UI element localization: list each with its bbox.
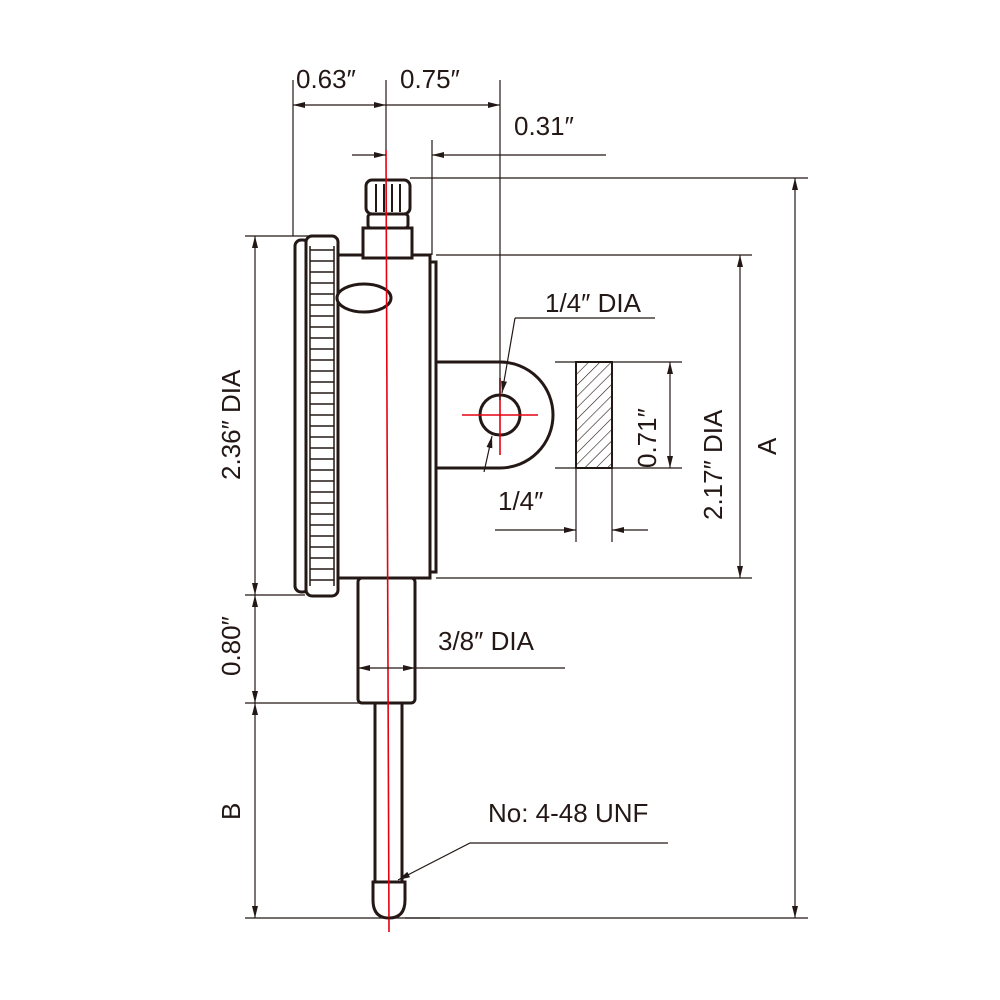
stem [356,576,417,705]
dimension-lines [245,80,808,919]
indicator-body: /* drawn below */ [293,178,613,920]
label-spindle-b: B [216,803,246,820]
label-back-offset: 0.31″ [514,111,574,141]
label-lug-width: 0.71″ [632,408,662,468]
knurled-bezel [304,234,340,598]
cap-knurl [364,178,412,216]
clamp-knob [335,282,393,314]
centerline-vertical [385,149,390,933]
label-lug-offset: 0.75″ [400,64,460,94]
label-stem-dia: 3/8″ DIA [438,626,535,656]
label-lug-hole: 1/4″ DIA [545,288,642,318]
lug-section-hatch [575,361,613,469]
label-back-dia: 2.17″ DIA [698,409,728,520]
label-overall-a: A [752,437,782,455]
label-dial-dia: 2.36″ DIA [216,369,246,480]
cap-neck [361,226,414,260]
cap-ring [366,212,410,230]
label-stem-length: 0.80″ [216,616,246,676]
label-lug-thickness: 1/4″ [498,486,543,516]
bezel-knurl [309,246,335,586]
label-bezel-offset: 0.63″ [296,64,356,94]
label-thread: No: 4-48 UNF [488,798,648,828]
